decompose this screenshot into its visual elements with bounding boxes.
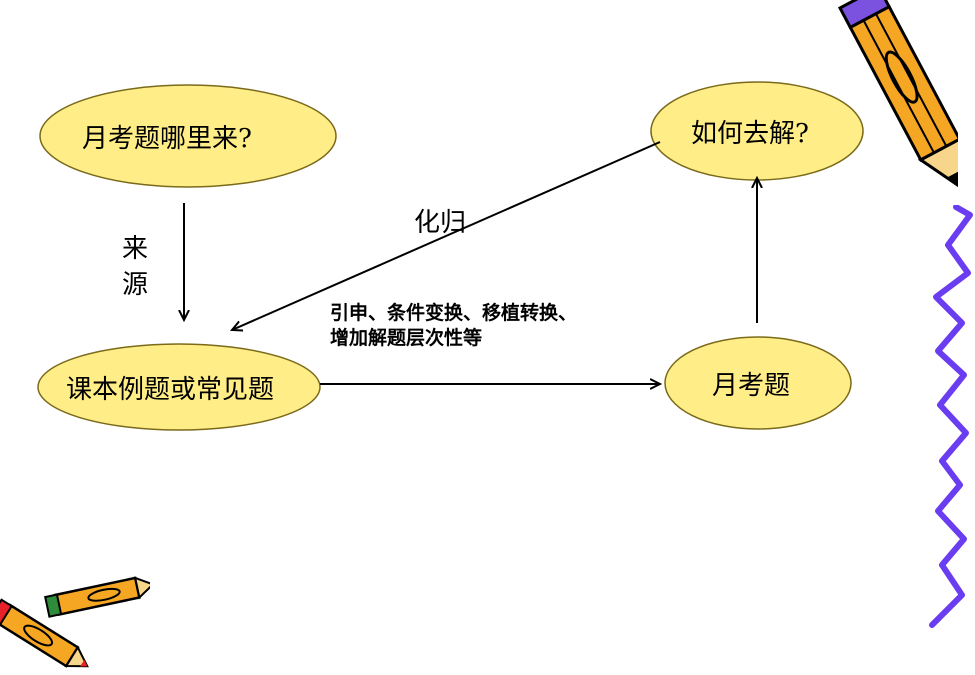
node-textbook — [37, 343, 321, 431]
node-textbook-label: 课本例题或常见题 — [66, 375, 275, 405]
node-exam — [664, 336, 852, 430]
pencil-icon — [837, 0, 958, 190]
node-exam-label: 月考题 — [712, 371, 791, 401]
source-label-line2: 源 — [122, 270, 149, 300]
squiggle-line — [929, 205, 973, 628]
reduction-label: 化归 — [414, 208, 467, 238]
crossed-pencils-icon — [0, 576, 150, 668]
derive-label-line1: 引申、条件变换、移植转换、 — [330, 302, 578, 324]
source-label-line1: 来 — [122, 234, 149, 264]
node-how-solve-label: 如何去解? — [691, 119, 809, 149]
derive-label-line2: 增加解题层次性等 — [330, 327, 483, 349]
arrow-reduction — [232, 141, 661, 330]
node-where-from-label: 月考题哪里来? — [82, 124, 252, 154]
node-where-from — [39, 84, 337, 188]
